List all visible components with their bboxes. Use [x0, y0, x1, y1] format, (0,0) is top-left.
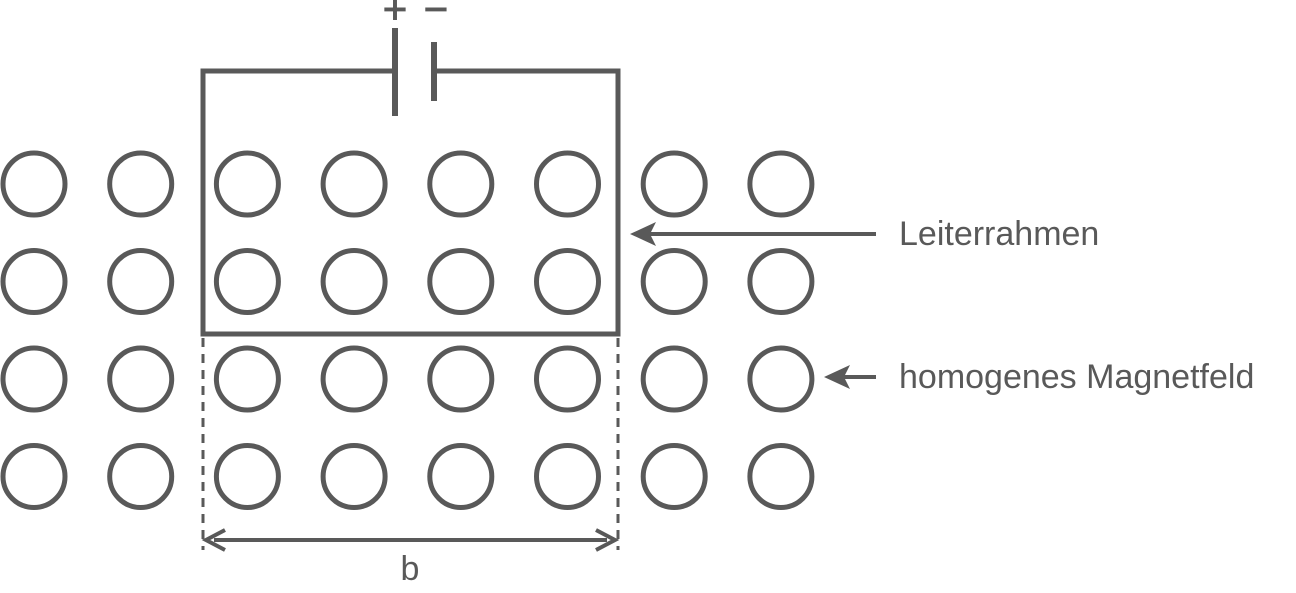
circle-field-icon [107, 345, 175, 413]
circle-field-icon [0, 345, 68, 413]
field-pointer-arrow [824, 365, 876, 389]
circle-field-icon [640, 345, 708, 413]
circle-field-icon [427, 443, 495, 510]
circle-field-icon [534, 443, 601, 510]
field-label: homogenes Magnetfeld [899, 358, 1254, 396]
circle-field-icon [747, 150, 815, 218]
circle-field-icon [747, 443, 815, 510]
circle-field-icon [320, 443, 388, 510]
circle-field-icon [0, 248, 68, 315]
circle-field-icon [320, 150, 388, 218]
circle-field-icon [213, 248, 281, 315]
circle-field-icon [107, 150, 175, 218]
circle-field-icon [640, 443, 708, 510]
circle-field-icon [640, 248, 708, 315]
circle-field-icon [427, 345, 495, 413]
circle-field-icon [320, 248, 388, 315]
circle-field-icon [534, 150, 601, 218]
circle-field-icon [213, 443, 281, 510]
magnetic-field-grid [0, 150, 815, 510]
circle-field-icon [534, 248, 601, 315]
battery-plus-sign: + [381, 0, 410, 29]
circle-field-icon [0, 150, 68, 218]
circle-field-icon [107, 248, 175, 315]
circle-field-icon [213, 150, 281, 218]
frame-label: Leiterrahmen [899, 215, 1099, 253]
circle-field-icon [747, 345, 815, 413]
width-label: b [401, 550, 420, 588]
circle-field-icon [320, 345, 388, 413]
frame-wire [200, 68, 621, 337]
circle-field-icon [427, 150, 495, 218]
circle-field-icon [534, 345, 601, 413]
circle-field-icon [0, 443, 68, 510]
width-dimension-arrow [201, 528, 620, 552]
battery-minus-sign: − [422, 0, 451, 29]
circle-field-icon [747, 248, 815, 315]
frame-pointer-arrow [630, 222, 876, 246]
conductor-frame: + − [200, 0, 621, 337]
circle-field-icon [640, 150, 708, 218]
circle-field-icon [427, 248, 495, 315]
circle-field-icon [213, 345, 281, 413]
circle-field-icon [107, 443, 175, 510]
